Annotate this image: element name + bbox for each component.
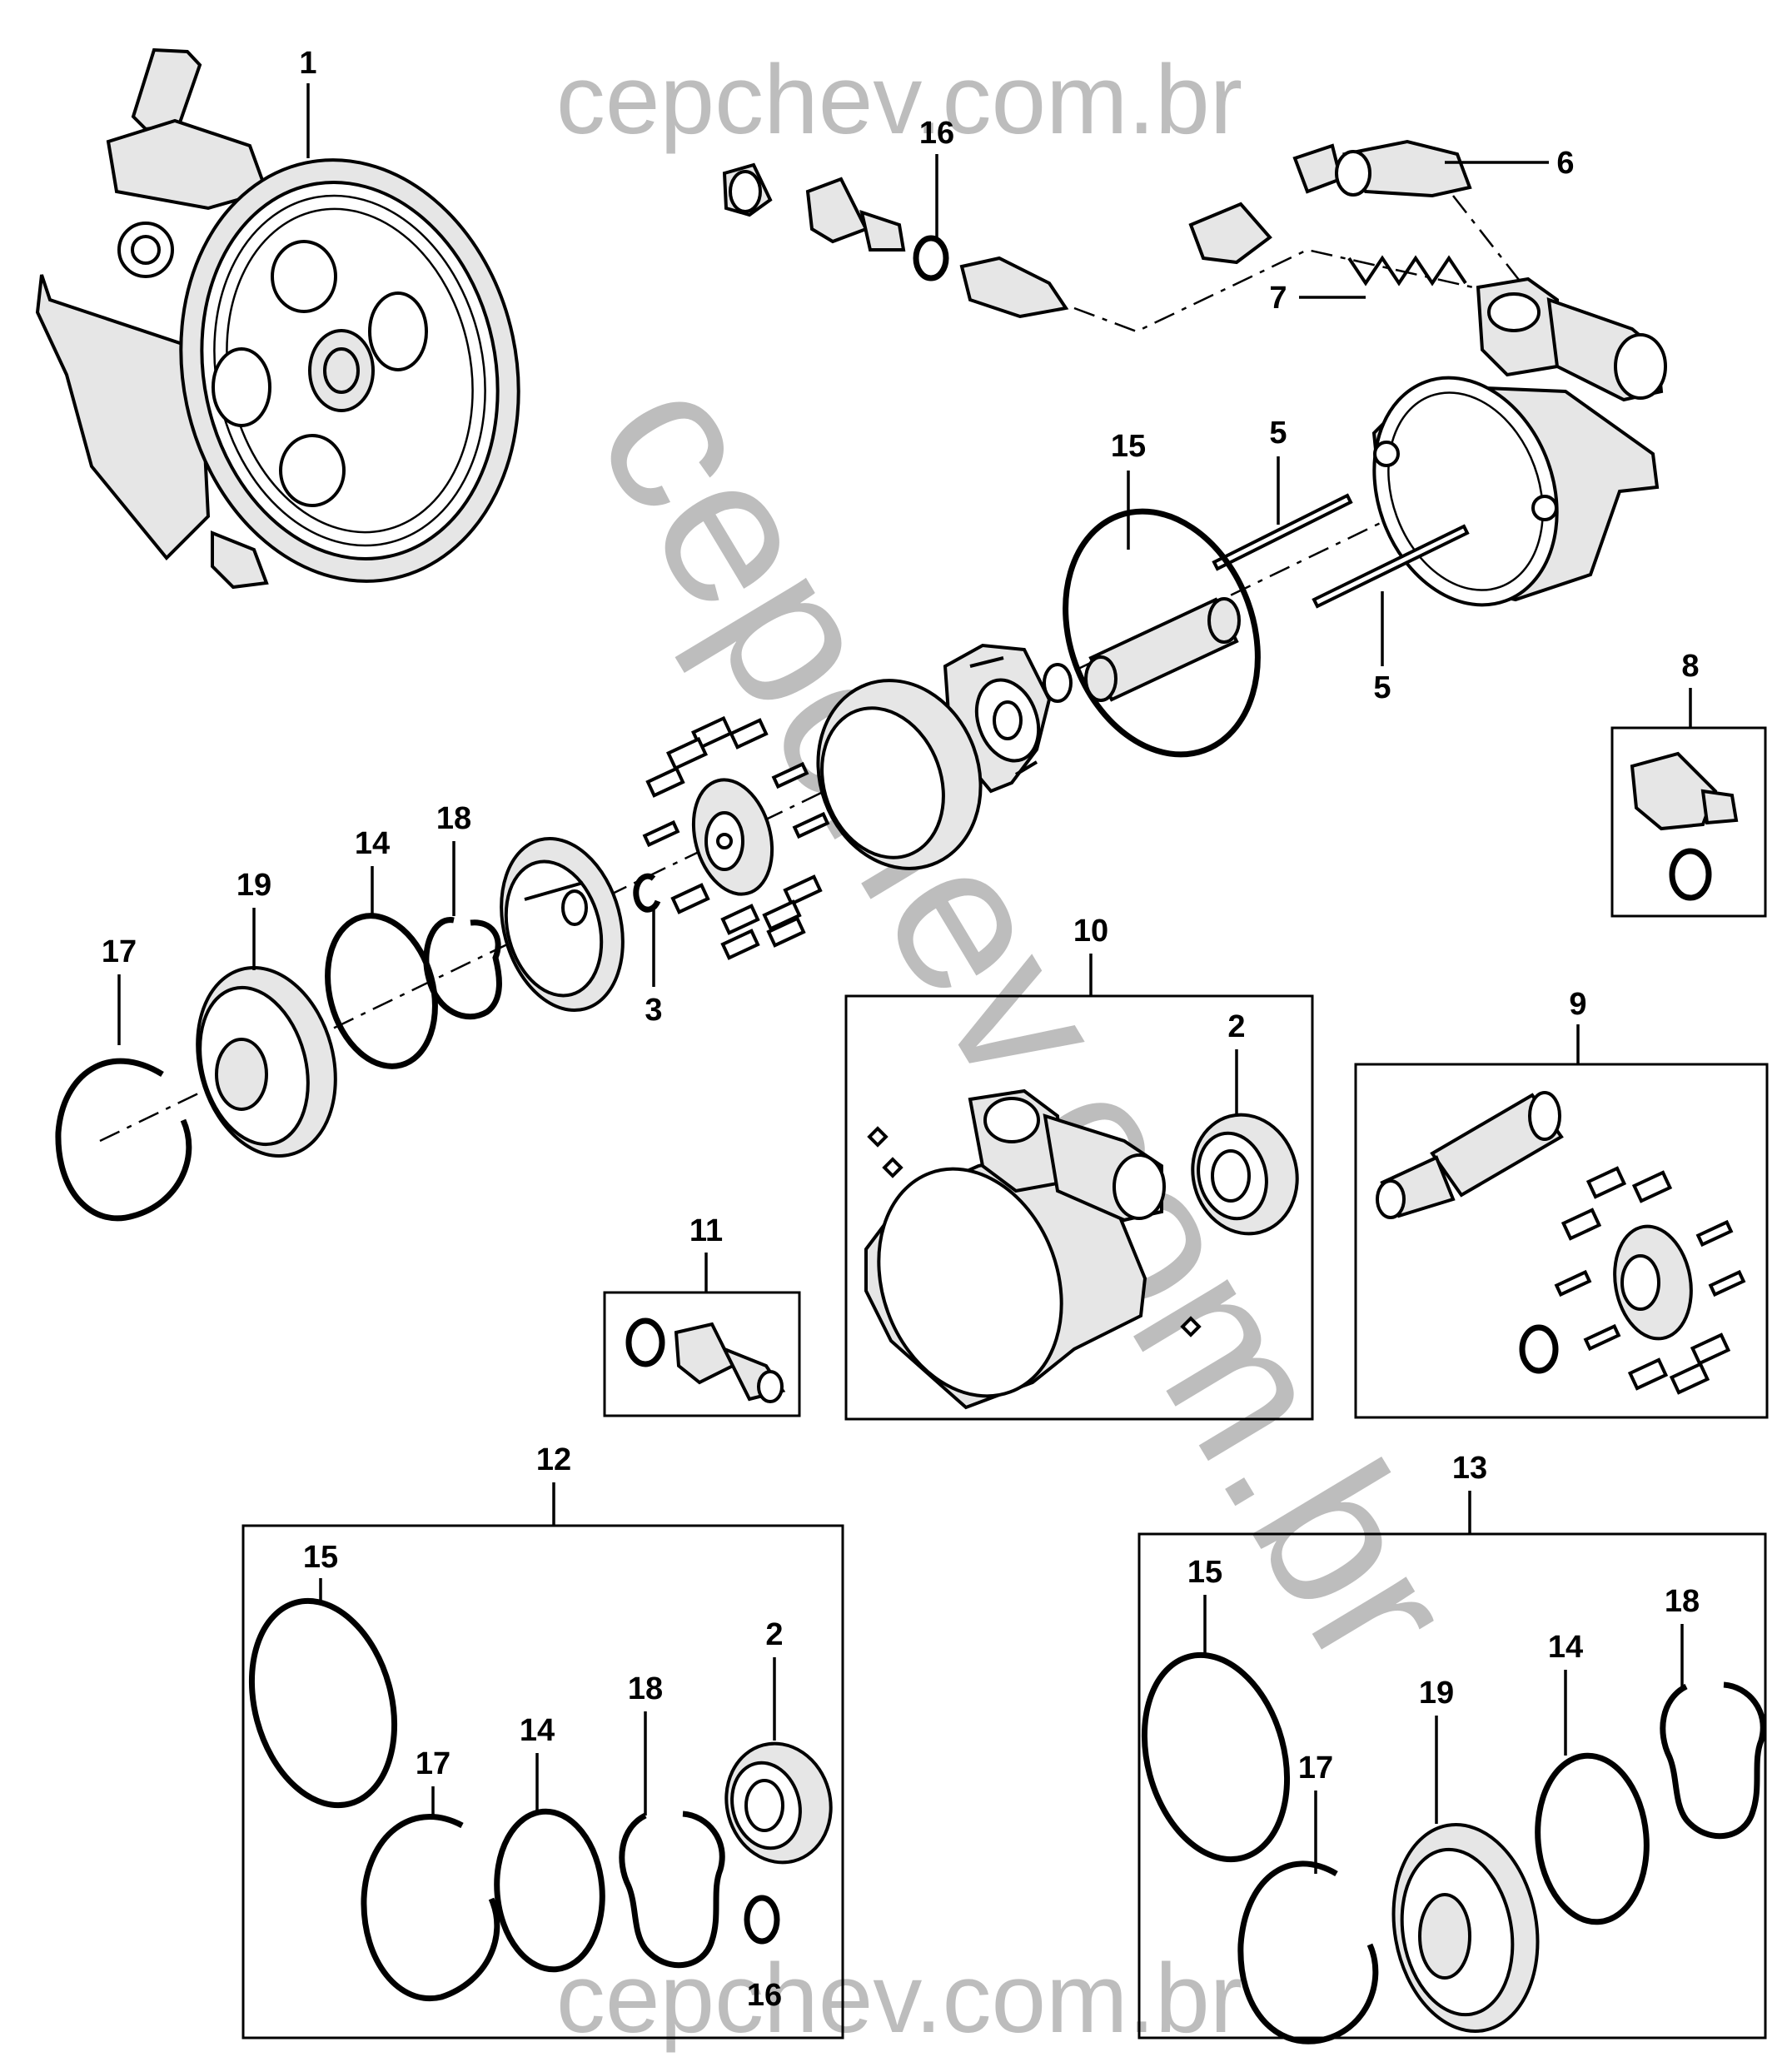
callout-14-box13: 14 — [1548, 1630, 1583, 1665]
outlet-fitting-6 — [1335, 139, 1472, 198]
callout-14-main: 14 — [355, 826, 390, 861]
seal-19-box13 — [1391, 1823, 1540, 2033]
o-ring-8 — [1669, 848, 1712, 901]
callout-3: 3 — [645, 993, 662, 1028]
callout-12: 12 — [536, 1442, 571, 1477]
o-ring-14 — [325, 913, 438, 1069]
callout-numbers: 1 16 6 7 5 15 5 8 9 10 2 3 18 14 19 17 1… — [102, 46, 1700, 2013]
o-ring-14-box13 — [1535, 1752, 1650, 1925]
callout-16-top: 16 — [919, 116, 954, 151]
callout-2-box10: 2 — [1227, 1009, 1245, 1044]
shaft-rotor-kit-9 — [1376, 1091, 1746, 1395]
seal-kit-13 — [1141, 1651, 1766, 2045]
callout-13: 13 — [1452, 1451, 1487, 1486]
o-ring-9 — [1519, 1324, 1559, 1374]
box-10 — [844, 994, 1314, 1421]
callout-16-box12: 16 — [747, 1978, 782, 2013]
watermark-top: cepchev.com.br — [556, 45, 1242, 155]
callout-18-box12: 18 — [628, 1671, 663, 1706]
valve-axis — [1073, 248, 1500, 333]
watermark-diagonal: cepchev.com.br — [554, 337, 1501, 1703]
callout-2-box12: 2 — [765, 1617, 783, 1652]
pins-5 — [1212, 493, 1470, 609]
cam-ring — [816, 679, 983, 870]
drive-shaft — [1043, 597, 1241, 703]
fitting-kit-11 — [625, 1317, 786, 1403]
retainer-18 — [423, 917, 502, 1020]
valve-spring-7 — [1347, 255, 1467, 286]
end-plate — [500, 836, 625, 1013]
ring-17-box12 — [361, 1814, 500, 2002]
o-ring-16-box12 — [744, 1895, 780, 1945]
callout-15-main: 15 — [1111, 429, 1146, 464]
snap-ring-3 — [633, 873, 661, 913]
retainer-18-box13 — [1660, 1681, 1766, 1840]
callout-17-box13: 17 — [1298, 1751, 1333, 1786]
seal-19 — [196, 966, 337, 1158]
pump-housing — [1371, 276, 1667, 607]
callout-11: 11 — [689, 1213, 723, 1248]
o-ring-15-box12 — [248, 1597, 398, 1809]
callout-19-box13: 19 — [1419, 1676, 1454, 1711]
callout-9: 9 — [1569, 987, 1586, 1022]
box-13 — [1137, 1532, 1767, 2040]
box-8 — [1610, 726, 1767, 918]
callout-19-main: 19 — [236, 868, 271, 903]
callout-17-main: 17 — [102, 934, 137, 969]
callout-14-box12: 14 — [520, 1713, 555, 1748]
callout-5-top: 5 — [1269, 416, 1287, 451]
o-ring-14-box12 — [494, 1808, 605, 1973]
box-12 — [241, 1524, 844, 2040]
callout-15-box12: 15 — [303, 1540, 338, 1575]
valve-plunger — [1188, 143, 1343, 265]
housing-kit-10 — [864, 1088, 1202, 1410]
box-9 — [1354, 1063, 1769, 1419]
pump-assembly-1 — [35, 47, 520, 590]
callout-17-box12: 17 — [416, 1746, 450, 1781]
seal-kit-12 — [248, 1597, 833, 2002]
callout-7: 7 — [1269, 281, 1287, 316]
box-11 — [603, 1291, 801, 1417]
retaining-ring-17 — [55, 1058, 192, 1222]
callout-18-main: 18 — [436, 801, 471, 836]
rotor-with-vanes — [642, 715, 830, 960]
leader-lines — [117, 83, 1692, 1874]
retainer-18-box12 — [619, 1810, 725, 1969]
o-ring-15 — [1063, 508, 1261, 758]
callout-5-bottom: 5 — [1373, 670, 1391, 705]
bearing-2-box10 — [1191, 1113, 1299, 1236]
valve-parts — [722, 162, 1069, 319]
callout-15-box13: 15 — [1187, 1555, 1222, 1590]
ring-17-box13 — [1237, 1860, 1379, 2045]
callout-8: 8 — [1681, 649, 1699, 684]
fitting-8 — [1630, 751, 1739, 901]
callout-6: 6 — [1556, 146, 1574, 181]
o-ring-15-box13 — [1141, 1651, 1291, 1863]
fitting-axis — [1452, 195, 1529, 292]
callout-1: 1 — [299, 46, 316, 81]
o-ring-16-top — [913, 235, 949, 281]
callout-18-box13: 18 — [1665, 1584, 1700, 1619]
o-ring-11 — [625, 1317, 665, 1367]
callout-10: 10 — [1073, 914, 1108, 949]
